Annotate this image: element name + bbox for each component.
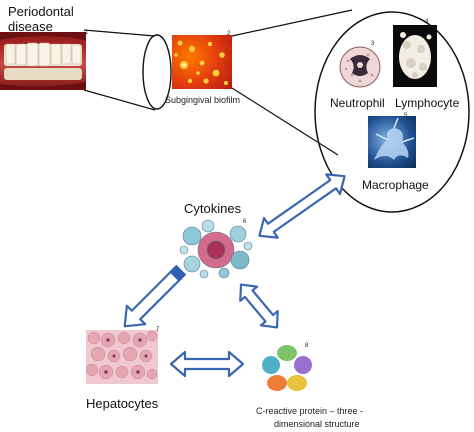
macrophage-label: Macrophage: [362, 178, 429, 192]
double-arrow-cytokines-cells: [258, 173, 346, 239]
connector-line: [83, 29, 156, 37]
lymphocyte-label: Lymphocyte: [395, 96, 460, 110]
figure-number-3: 3: [371, 41, 375, 47]
figure-number-1: 1: [85, 30, 89, 36]
crp-structure-image: [256, 343, 318, 395]
figure-number-7: 7: [156, 327, 160, 333]
figure-number-2: 2: [227, 31, 231, 37]
hepatocytes-label: Hepatocytes: [86, 396, 159, 411]
arrow-cytokines-hepatocytes: [123, 264, 187, 328]
biofilm-label: Subgingival biofilm: [165, 95, 241, 105]
periodontal-disease-label: Periodontal disease: [8, 4, 74, 34]
cytokines-image: [178, 218, 254, 280]
connector-line: [231, 9, 353, 37]
crp-label-line1: C-reactive protein – three -: [256, 406, 364, 416]
figure-number-6: 6: [243, 219, 247, 225]
connector-line: [231, 87, 339, 156]
figure-number-5: 5: [404, 113, 408, 119]
figure-number-8: 8: [305, 343, 309, 349]
periodontal-photo: [0, 32, 86, 90]
connector-line: [83, 89, 156, 111]
double-arrow-hepatocytes-crp: [169, 350, 245, 378]
cytokines-label: Cytokines: [184, 201, 242, 216]
crp-label-line2: dimensional structure: [274, 419, 360, 429]
biofilm-image: [172, 35, 232, 89]
cells-ellipse: [314, 11, 470, 213]
neutrophil-image: [338, 45, 382, 89]
macrophage-image: [368, 116, 416, 168]
lymphocyte-image: [393, 25, 437, 87]
neutrophil-label: Neutrophil: [330, 96, 385, 110]
hepatocytes-image: [86, 330, 158, 384]
zoom-ellipse-small: [142, 34, 172, 110]
figure-number-4: 4: [425, 19, 429, 25]
double-arrow-cytokines-crp: [239, 283, 279, 329]
